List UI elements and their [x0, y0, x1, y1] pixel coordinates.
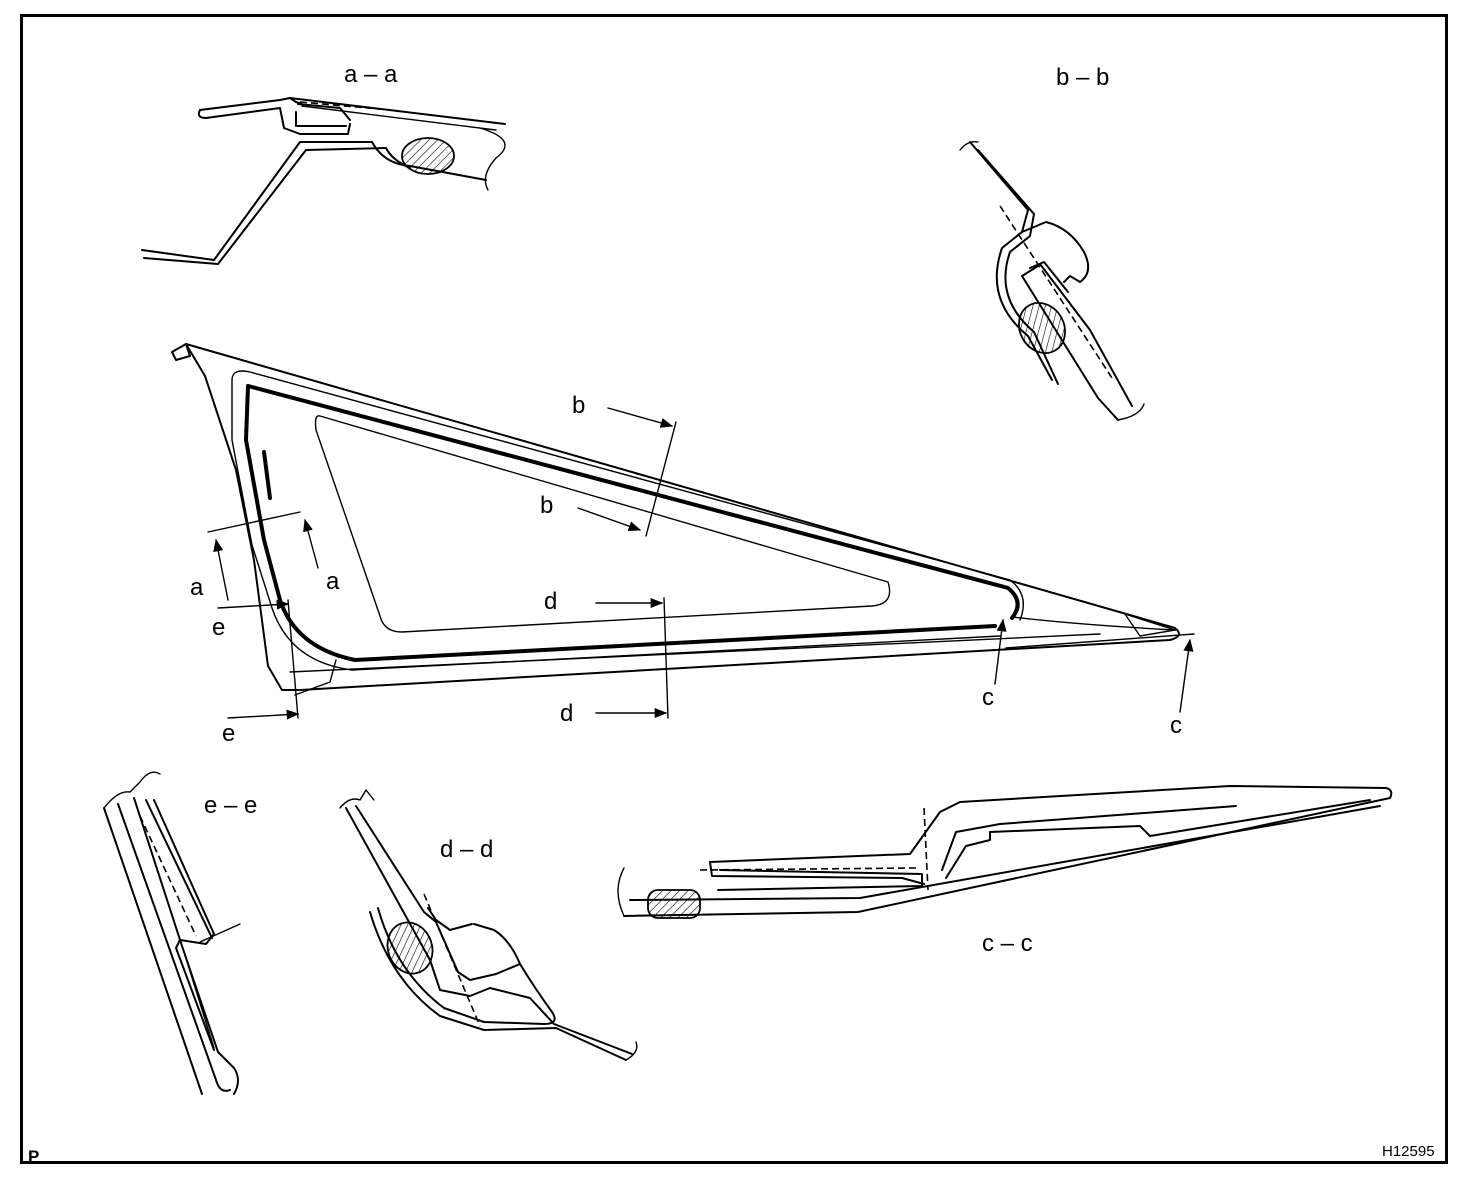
- section-title-c-c: c – c: [982, 930, 1033, 957]
- marker-a-left: a: [190, 574, 204, 601]
- section-title-a-a: a – a: [344, 61, 398, 88]
- section-d-d: [339, 789, 638, 1061]
- section-markers: [207, 407, 1195, 720]
- marker-e-upper: e: [212, 614, 226, 641]
- marker-c-left: c: [982, 684, 994, 711]
- quarter-window-main-view: [171, 343, 1180, 696]
- figure-id: H12595: [1382, 1143, 1435, 1160]
- section-b-b: [959, 140, 1145, 421]
- corner-mark-p: P: [28, 1147, 40, 1166]
- marker-b-upper: b: [572, 392, 586, 419]
- section-e-e: [103, 771, 241, 1095]
- section-title-e-e: e – e: [204, 792, 258, 819]
- diagram-frame: [20, 14, 1448, 1164]
- section-c-c: [617, 785, 1393, 919]
- marker-d-upper: d: [544, 588, 558, 615]
- section-title-d-d: d – d: [440, 836, 494, 863]
- marker-d-lower: d: [560, 700, 574, 727]
- marker-e-lower: e: [222, 720, 236, 747]
- marker-a-right: a: [326, 568, 340, 595]
- section-a-a: [141, 97, 506, 265]
- marker-c-right: c: [1170, 712, 1182, 739]
- marker-b-lower: b: [540, 492, 554, 519]
- section-title-b-b: b – b: [1056, 64, 1110, 91]
